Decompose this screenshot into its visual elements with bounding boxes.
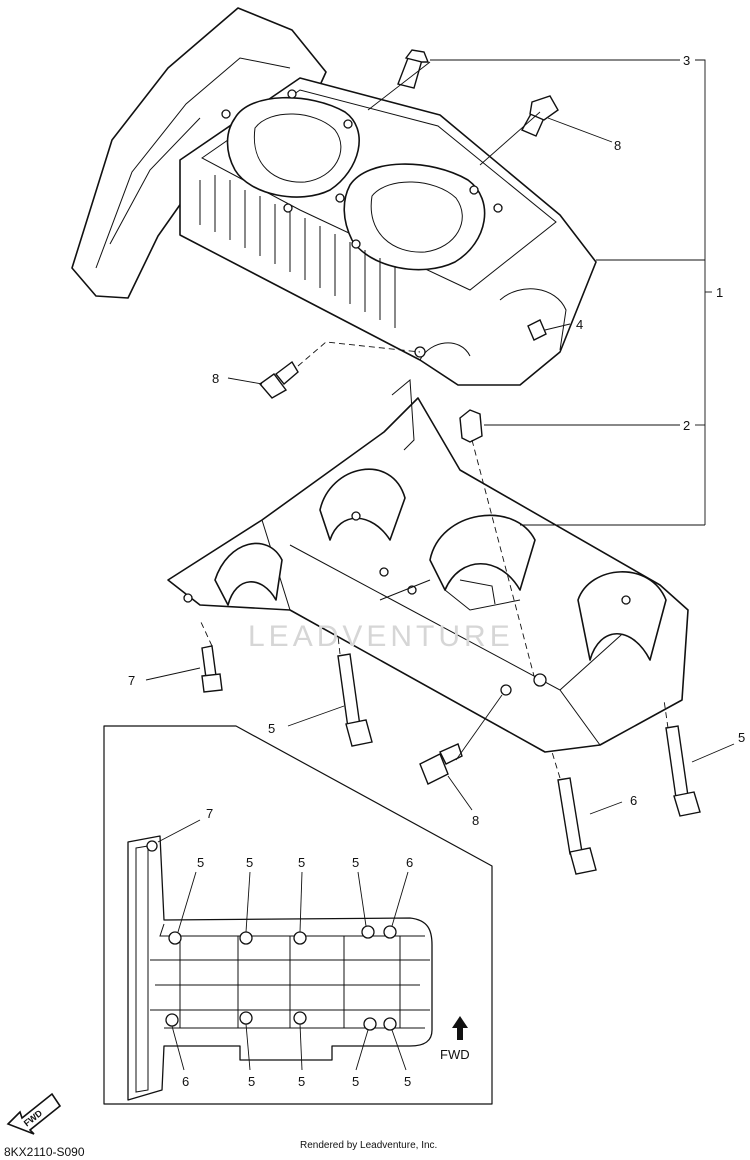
inset-callout-5-a: 5 xyxy=(197,855,204,870)
flange-bolt-lower xyxy=(419,743,463,785)
inset-bolt-pattern xyxy=(103,725,493,1105)
fwd-arrow-icon xyxy=(452,1016,468,1040)
long-bolt-part-5-right xyxy=(665,725,701,817)
collar-part-2 xyxy=(459,409,483,443)
callout-8-upper: 8 xyxy=(614,138,621,153)
dowel-pin-part-4 xyxy=(527,319,547,341)
render-credit: Rendered by Leadventure, Inc. xyxy=(300,1140,437,1151)
bolt-part-7 xyxy=(201,645,223,693)
stud-part-3 xyxy=(397,49,430,89)
callout-7: 7 xyxy=(128,673,135,688)
lower-crankcase xyxy=(167,378,689,753)
diagram-code: 8KX2110-S090 xyxy=(4,1145,85,1159)
inset-callout-7: 7 xyxy=(206,806,213,821)
inset-callout-5-f: 5 xyxy=(298,1074,305,1089)
inset-callout-6-top: 6 xyxy=(406,855,413,870)
inset-fwd-label: FWD xyxy=(440,1047,470,1062)
inset-callout-5-c: 5 xyxy=(298,855,305,870)
fwd-badge: FWD xyxy=(6,1092,62,1135)
inset-callout-5-b: 5 xyxy=(246,855,253,870)
callout-3: 3 xyxy=(683,53,690,68)
callout-8-lower: 8 xyxy=(472,813,479,828)
flange-bolt-left xyxy=(258,360,299,399)
inset-callout-5-e: 5 xyxy=(248,1074,255,1089)
upper-crankcase xyxy=(71,7,597,386)
leader-lines xyxy=(145,59,735,815)
callout-5-right: 5 xyxy=(738,730,745,745)
flange-bolt-upper-right xyxy=(521,95,559,137)
callout-2: 2 xyxy=(683,418,690,433)
watermark: LEADVENTURE xyxy=(248,620,514,653)
callout-1: 1 xyxy=(716,285,723,300)
callout-5-left: 5 xyxy=(268,721,275,736)
long-bolt-part-5-left xyxy=(337,653,373,747)
inset-callout-6-bottom: 6 xyxy=(182,1074,189,1089)
callout-6: 6 xyxy=(630,793,637,808)
callout-4: 4 xyxy=(576,317,583,332)
long-bolt-part-6 xyxy=(557,777,597,875)
callout-8-left: 8 xyxy=(212,371,219,386)
inset-callout-5-g: 5 xyxy=(352,1074,359,1089)
inset-callout-5-d: 5 xyxy=(352,855,359,870)
inset-callout-5-h: 5 xyxy=(404,1074,411,1089)
